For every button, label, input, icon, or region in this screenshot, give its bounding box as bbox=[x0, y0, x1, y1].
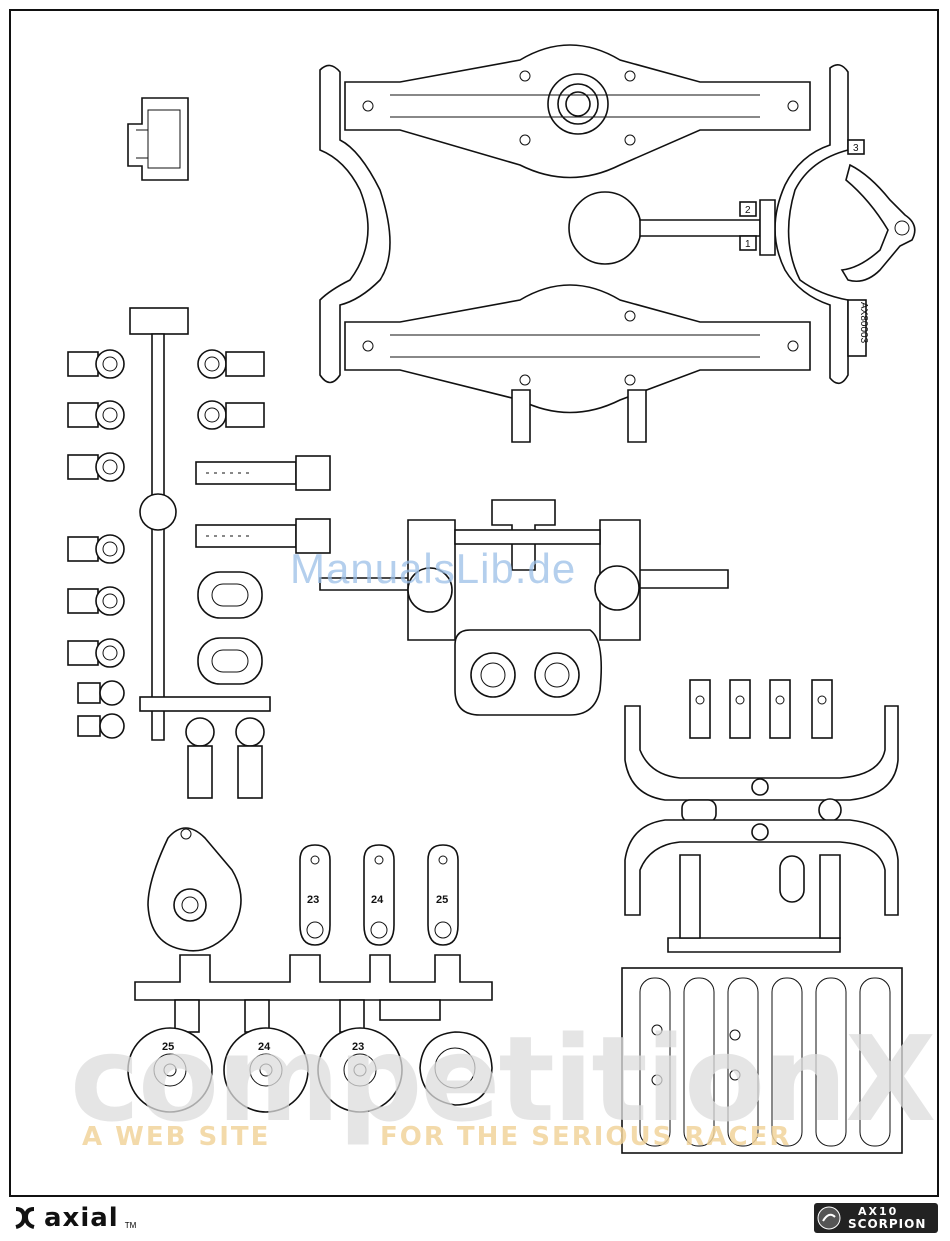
manualslib-watermark: ManualsLib.de bbox=[290, 545, 576, 593]
horn-label-25: 25 bbox=[436, 894, 448, 906]
knuckle-tree bbox=[320, 500, 728, 715]
small-clip-part bbox=[128, 98, 188, 180]
gate-label-3: 3 bbox=[853, 143, 859, 154]
watermark-tagline-right: FOR THE SERIOUS RACER bbox=[380, 1122, 791, 1152]
axle-housing-tree bbox=[320, 45, 915, 442]
horn-label-24: 24 bbox=[371, 894, 384, 906]
trademark-mark: TM bbox=[125, 1221, 137, 1230]
tree-code-label: AX80003 bbox=[858, 302, 869, 344]
axial-wordmark: axial bbox=[44, 1203, 119, 1233]
watermark-tagline-left: A WEB SITE bbox=[82, 1122, 270, 1152]
axial-mark-icon bbox=[12, 1205, 38, 1231]
gate-label-2: 2 bbox=[745, 205, 751, 216]
rod-end-row bbox=[68, 350, 124, 738]
scorpion-emblem-icon bbox=[814, 1203, 844, 1233]
horn-label-23: 23 bbox=[307, 894, 319, 906]
axial-logo: axial TM bbox=[12, 1203, 136, 1233]
gate-label-1: 1 bbox=[745, 239, 751, 250]
scorpion-logo: AX10 SCORPION bbox=[814, 1203, 938, 1233]
product-name-label: SCORPION bbox=[848, 1217, 926, 1231]
